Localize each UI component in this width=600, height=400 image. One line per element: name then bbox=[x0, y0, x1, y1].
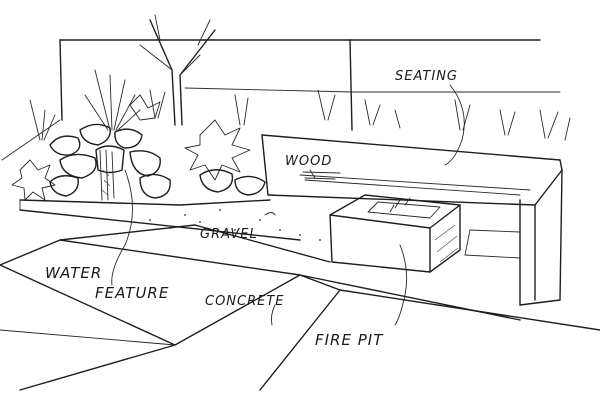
label-seating: SEATING bbox=[395, 69, 458, 84]
water-feature-rocks bbox=[49, 123, 266, 201]
shrubs bbox=[11, 94, 251, 201]
label-fire-pit: FIRE PIT bbox=[315, 331, 384, 349]
gravel-dots bbox=[149, 209, 321, 241]
seating-bench bbox=[261, 134, 563, 306]
gravel-bed bbox=[19, 199, 321, 241]
concrete-pavers bbox=[0, 224, 600, 391]
grasses-back bbox=[234, 89, 571, 141]
label-gravel: GRAVEL bbox=[200, 227, 258, 242]
label-water-feature-line2: FEATURE bbox=[95, 284, 169, 302]
back-walls bbox=[1, 39, 561, 161]
fire-pit bbox=[329, 194, 461, 273]
leader-lines bbox=[111, 84, 465, 326]
grasses-left bbox=[29, 69, 166, 141]
tree bbox=[139, 14, 216, 126]
label-water-feature-line1: WATER bbox=[45, 264, 102, 282]
label-wood: WOOD bbox=[285, 154, 332, 169]
label-concrete: CONCRETE bbox=[205, 294, 285, 309]
